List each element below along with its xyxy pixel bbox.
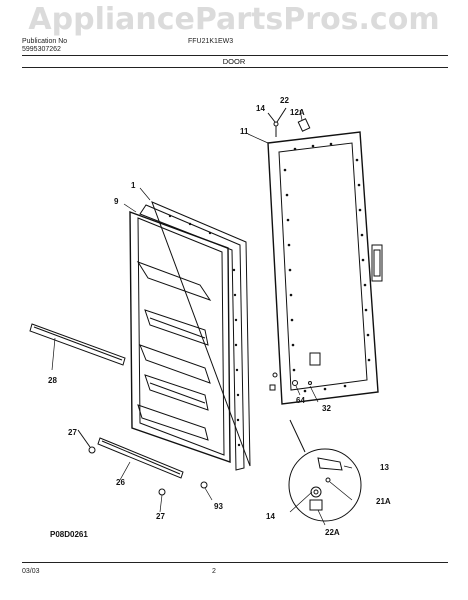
footer-rule (22, 562, 448, 563)
page-number: 2 (212, 568, 216, 575)
shelf-bar-bottom (97, 437, 184, 479)
top-hinge-parts (267, 107, 311, 137)
callout-11: 11 (240, 127, 249, 136)
callout-32: 32 (322, 404, 331, 413)
callout-27-bottom: 27 (156, 512, 165, 521)
diagram-code: P08D0261 (50, 530, 88, 539)
callout-64: 64 (296, 396, 305, 405)
section-title: DOOR (222, 57, 246, 66)
inner-door-liner (129, 201, 251, 471)
callout-14-bottom: 14 (266, 512, 275, 521)
header-rule-bottom (22, 67, 448, 68)
callout-12a: 12A (290, 108, 305, 117)
callout-93: 93 (214, 502, 223, 511)
model-number: FFU21K1EW3 (188, 38, 234, 45)
callout-22-top: 22 (280, 96, 289, 105)
watermark: AppliancePartsPros.com (28, 2, 440, 37)
callout-21a: 21A (376, 497, 391, 506)
callout-22a: 22A (325, 528, 340, 537)
shelf-bar-left (29, 323, 126, 366)
publication-label: Publication No (22, 38, 68, 45)
outer-door-panel (267, 131, 383, 405)
footer-date: 03/03 (22, 568, 40, 575)
header-rule-top (22, 55, 448, 56)
callout-27-left: 27 (68, 428, 77, 437)
liner-shelves (136, 261, 212, 441)
callout-13: 13 (380, 463, 389, 472)
bottom-hinge-detail (269, 372, 362, 522)
callout-26: 26 (116, 478, 125, 487)
outer-door-dots (283, 142, 371, 393)
publication-number: 5995307262 (22, 46, 61, 53)
callout-14-top: 14 (256, 104, 265, 113)
leader-lines (51, 109, 353, 526)
callout-9: 9 (114, 197, 119, 206)
callout-1: 1 (131, 181, 136, 190)
callout-28: 28 (48, 376, 57, 385)
